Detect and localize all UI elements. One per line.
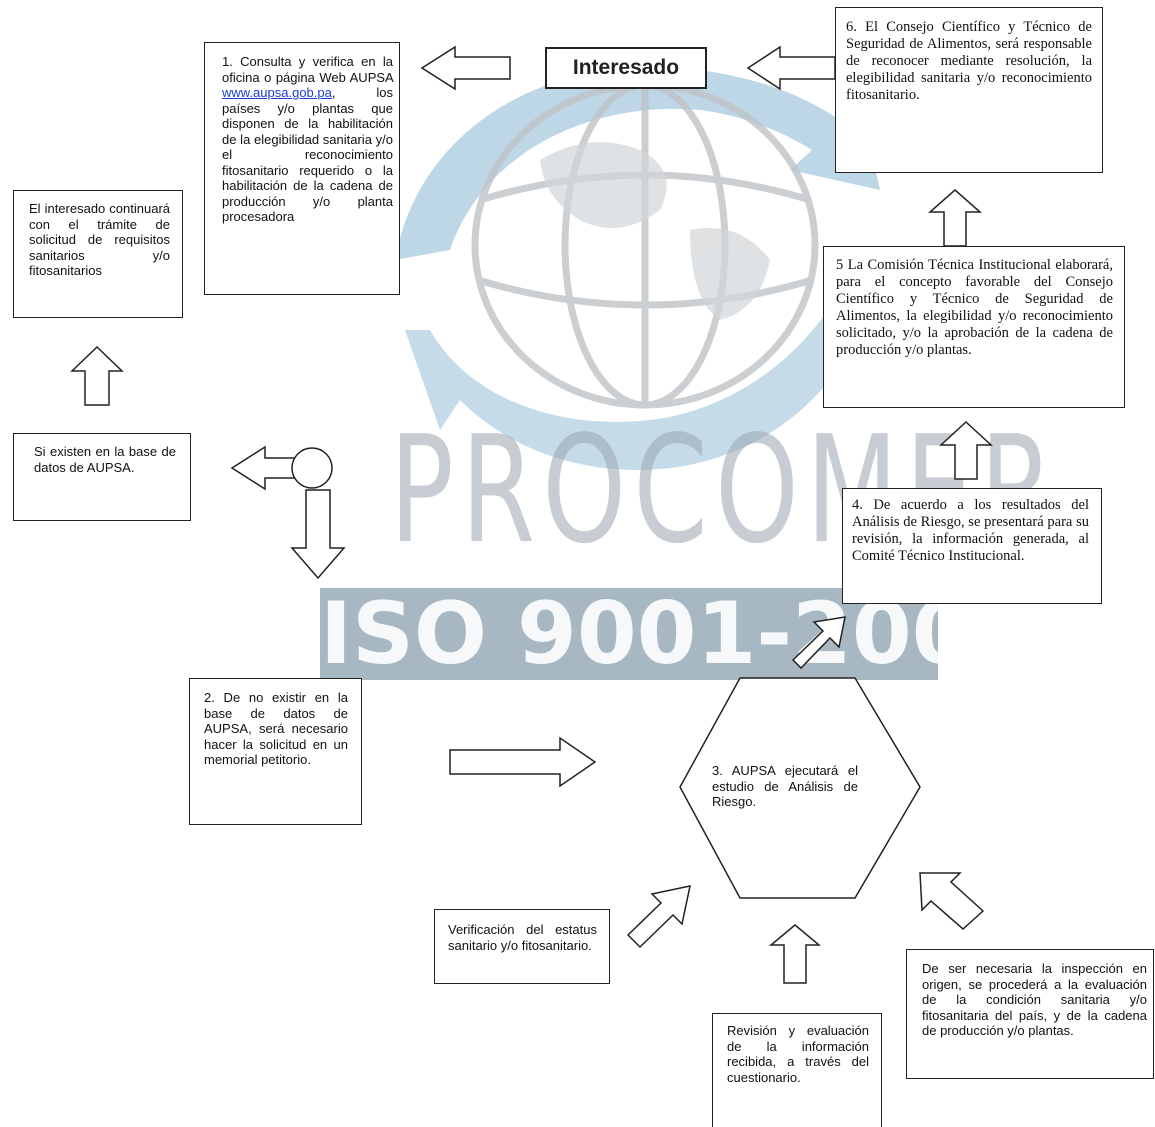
step4-text: 4. De acuerdo a los resultados del Análi… bbox=[852, 497, 1089, 564]
arrow-circle-down bbox=[290, 489, 346, 580]
arrow-step2-to-step3 bbox=[449, 736, 597, 788]
arrow-inspection-to-step3 bbox=[919, 872, 985, 931]
inspection-box: De ser necesaria la inspección en origen… bbox=[906, 949, 1154, 1079]
step5-text: 5 La Comisión Técnica Institucional elab… bbox=[836, 257, 1113, 358]
continue-box: El interesado continuará con el trámite … bbox=[13, 190, 183, 318]
continue-text: El interesado continuará con el trámite … bbox=[29, 201, 170, 278]
aupsa-website-link[interactable]: www.aupsa.gob.pa bbox=[222, 85, 332, 100]
step3-text: 3. AUPSA ejecutará el estudio de Análisi… bbox=[712, 763, 858, 809]
arrow-circle-to-exists bbox=[230, 445, 296, 491]
review-text: Revisión y evaluación de la información … bbox=[727, 1023, 869, 1085]
arrow-step6-to-interesado bbox=[746, 45, 836, 91]
review-box: Revisión y evaluación de la información … bbox=[712, 1013, 882, 1127]
watermark-arc-bottom bbox=[405, 300, 860, 470]
arrow-exists-to-continue bbox=[70, 345, 124, 406]
step6-box: 6. El Consejo Científico y Técnico de Se… bbox=[835, 7, 1103, 173]
step2-text: 2. De no existir en la base de datos de … bbox=[204, 690, 348, 767]
arrow-interesado-to-step1 bbox=[420, 45, 511, 91]
verification-box: Verificación del estatus sanitario y/o f… bbox=[434, 909, 610, 984]
analysis-hexagon bbox=[679, 677, 921, 899]
interesado-label: Interesado bbox=[572, 56, 680, 79]
interesado-box: Interesado bbox=[545, 47, 707, 89]
arrow-review-to-step3 bbox=[768, 924, 822, 984]
step5-box: 5 La Comisión Técnica Institucional elab… bbox=[823, 246, 1125, 408]
step1-text-end: , los países y/o plantas que disponen de… bbox=[222, 85, 393, 224]
exists-box: Si existen en la base de datos de AUPSA. bbox=[13, 433, 191, 521]
arrow-step4-to-step5 bbox=[939, 420, 993, 480]
verification-text: Verificación del estatus sanitario y/o f… bbox=[448, 922, 597, 953]
arrow-step3-to-step4 bbox=[791, 616, 846, 670]
watermark-arc-top bbox=[395, 66, 880, 260]
inspection-text: De ser necesaria la inspección en origen… bbox=[922, 961, 1147, 1038]
arrow-step5-to-step6 bbox=[928, 189, 982, 247]
step1-box: 1. Consulta y verifica en la oficina o p… bbox=[204, 42, 400, 295]
step1-text-start: 1. Consulta y verifica en la oficina o p… bbox=[222, 54, 393, 85]
decision-circle bbox=[291, 447, 333, 489]
exists-text: Si existen en la base de datos de AUPSA. bbox=[34, 444, 176, 475]
step6-text: 6. El Consejo Científico y Técnico de Se… bbox=[846, 19, 1092, 103]
step4-box: 4. De acuerdo a los resultados del Análi… bbox=[842, 488, 1102, 604]
arrow-verification-to-step3 bbox=[626, 885, 691, 949]
step2-box: 2. De no existir en la base de datos de … bbox=[189, 678, 362, 825]
watermark-globe-land bbox=[540, 142, 770, 320]
